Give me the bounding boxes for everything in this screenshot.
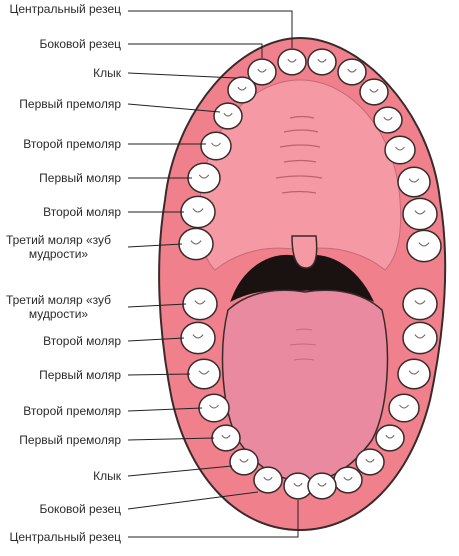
lower-left-tooth-0-fissure — [194, 300, 206, 305]
leader-line-10 — [127, 373, 191, 376]
label-upper-second-premolar: Второй премоляр — [23, 137, 121, 151]
tongue-texture — [289, 328, 317, 361]
label-lower-third-molar: Третий моляр «зуб мудрости» — [5, 293, 112, 321]
upper-left-tooth-3-fissure — [223, 112, 233, 117]
lower-teeth — [180, 287, 438, 500]
upper-right-tooth-4-fissure — [395, 146, 405, 151]
lower-right-tooth-4-fissure — [385, 434, 395, 439]
upper-right-tooth-3-fissure — [383, 116, 393, 121]
lower-left-tooth-7-fissure — [293, 482, 303, 487]
upper-right-tooth-1-fissure — [347, 68, 357, 73]
leader-line-3 — [127, 103, 221, 113]
uvula — [291, 235, 318, 269]
leader-line-2 — [127, 72, 237, 79]
label-upper-central-incisor: Центральный резец — [9, 2, 121, 16]
label-lower-lateral-incisor: Боковой резец — [39, 502, 121, 516]
upper-left-tooth-2-fissure — [237, 86, 247, 91]
lower-right-tooth-6-fissure — [343, 476, 353, 481]
upper-left-tooth-5-fissure — [198, 174, 210, 179]
lower-left-tooth-1-fissure — [192, 334, 204, 339]
lower-right-tooth-3-fissure — [399, 404, 409, 409]
leader-line-12 — [127, 437, 215, 441]
upper-left-tooth-7-fissure — [190, 240, 202, 245]
leader-line-14 — [127, 491, 259, 510]
upper-right-tooth-2-fissure — [369, 88, 379, 93]
label-lower-second-premolar: Второй премоляр — [23, 404, 121, 418]
lower-right-tooth-2-fissure — [408, 370, 420, 375]
upper-teeth — [178, 48, 442, 263]
leader-line-13 — [127, 465, 233, 477]
leader-line-7 — [127, 243, 183, 248]
leader-line-0 — [128, 10, 293, 48]
label-lower-central-incisor: Центральный резец — [9, 530, 121, 544]
lower-left-tooth-5-fissure — [239, 458, 249, 463]
lower-left-tooth-4-fissure — [221, 434, 231, 439]
upper-right-tooth-5-fissure — [408, 178, 420, 183]
label-upper-first-premolar: Первый премоляр — [19, 97, 121, 111]
upper-left-tooth-4-fissure — [211, 142, 221, 147]
label-upper-lateral-incisor: Боковой резец — [39, 37, 121, 51]
label-lower-first-molar: Первый моляр — [39, 368, 121, 382]
leader-line-8 — [127, 303, 187, 308]
label-lower-canine: Клык — [93, 469, 121, 483]
leader-line-9 — [127, 337, 185, 342]
lower-left-tooth-6-fissure — [263, 476, 273, 481]
upper-left-tooth-1-fissure — [257, 68, 267, 73]
upper-left-tooth-0-fissure — [287, 58, 297, 63]
throat — [230, 254, 375, 303]
label-upper-canine: Клык — [93, 66, 121, 80]
label-upper-third-molar: Третий моляр «зуб мудрости» — [5, 233, 112, 261]
lower-right-tooth-0-fissure — [414, 300, 426, 305]
lower-right-tooth-7-fissure — [317, 482, 327, 487]
leader-line-15 — [128, 500, 299, 538]
label-lower-first-premolar: Первый премоляр — [19, 433, 121, 447]
lower-left-tooth-3-fissure — [209, 404, 219, 409]
leader-line-1 — [128, 43, 263, 58]
lower-right-tooth-1-fissure — [414, 334, 426, 339]
upper-right-tooth-7-fissure — [418, 242, 430, 247]
leader-line-11 — [127, 407, 203, 412]
lower-left-tooth-2-fissure — [198, 370, 210, 375]
lower-right-tooth-5-fissure — [365, 458, 375, 463]
label-upper-first-molar: Первый моляр — [39, 171, 121, 185]
label-upper-second-molar: Второй моляр — [43, 205, 121, 219]
leader-lines — [127, 10, 299, 538]
label-lower-second-molar: Второй моляр — [43, 334, 121, 348]
upper-left-tooth-6-fissure — [192, 208, 204, 213]
upper-right-tooth-0-fissure — [317, 58, 327, 63]
palate-ridges — [275, 115, 323, 194]
upper-right-tooth-6-fissure — [414, 210, 426, 215]
